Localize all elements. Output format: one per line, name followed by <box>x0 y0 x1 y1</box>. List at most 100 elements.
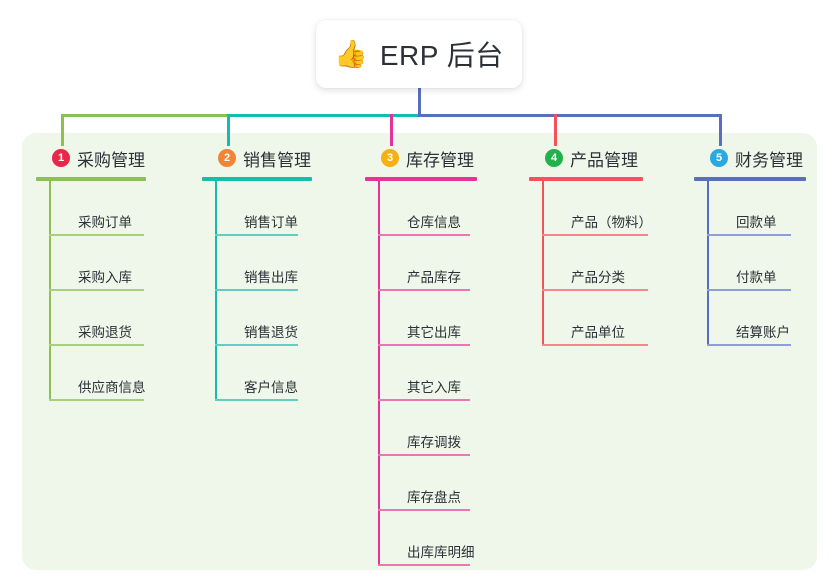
branch-stub-4 <box>554 114 557 146</box>
leaf-node-label: 采购订单 <box>78 215 132 230</box>
branch-number-badge: 3 <box>381 149 399 167</box>
leaf-node-rule <box>707 344 791 346</box>
leaf-node[interactable]: 库存调拨 <box>378 401 515 456</box>
branch-stub-5 <box>719 114 722 146</box>
leaf-node-rule <box>707 289 791 291</box>
bus-segment-2 <box>227 114 418 117</box>
leaf-node-label: 付款单 <box>736 270 777 285</box>
leaf-node[interactable]: 采购订单 <box>49 181 186 236</box>
leaf-node-label: 客户信息 <box>244 380 298 395</box>
leaf-node-rule <box>542 344 648 346</box>
branch-spine <box>542 181 544 346</box>
branch-column-1: 1 采购管理采购订单采购入库采购退货供应商信息 <box>36 146 186 401</box>
branch-header-1[interactable]: 1 采购管理 <box>36 146 186 170</box>
leaf-node-rule <box>49 399 144 401</box>
leaf-node-rule <box>49 234 144 236</box>
leaf-node-rule <box>49 344 144 346</box>
leaf-node-rule <box>215 399 298 401</box>
leaf-node-label: 其它入库 <box>407 380 461 395</box>
leaf-node[interactable]: 出库库明细 <box>378 511 515 566</box>
leaf-node-rule <box>542 234 648 236</box>
leaf-node-label: 产品分类 <box>571 270 625 285</box>
branch-column-2: 2 销售管理销售订单销售出库销售退货客户信息 <box>202 146 352 401</box>
leaf-node[interactable]: 结算账户 <box>707 291 839 346</box>
leaf-node[interactable]: 付款单 <box>707 236 839 291</box>
branch-leaf-list: 产品（物料） 产品分类产品单位 <box>542 181 679 346</box>
leaf-node-label: 回款单 <box>736 215 777 230</box>
branch-spine <box>707 181 709 346</box>
bus-segment-1 <box>61 114 227 117</box>
leaf-node-rule <box>378 289 470 291</box>
branch-number-badge: 2 <box>218 149 236 167</box>
root-trunk-line <box>418 88 421 117</box>
leaf-node-label: 出库库明细 <box>407 545 475 560</box>
leaf-node-rule <box>707 234 791 236</box>
leaf-node[interactable]: 其它入库 <box>378 346 515 401</box>
leaf-node-label: 产品库存 <box>407 270 461 285</box>
leaf-node[interactable]: 销售出库 <box>215 236 352 291</box>
branch-header-rule <box>202 177 312 181</box>
leaf-node-label: 采购入库 <box>78 270 132 285</box>
branch-stub-1 <box>61 114 64 146</box>
leaf-node-label: 供应商信息 <box>78 380 146 395</box>
branch-stub-3 <box>390 114 393 146</box>
leaf-node-label: 其它出库 <box>407 325 461 340</box>
root-node[interactable]: 👍 ERP 后台 <box>316 20 522 88</box>
leaf-node[interactable]: 其它出库 <box>378 291 515 346</box>
leaf-node[interactable]: 回款单 <box>707 181 839 236</box>
leaf-node-rule <box>378 564 470 566</box>
leaf-node-label: 库存调拨 <box>407 435 461 450</box>
leaf-node-label: 产品（物料） <box>571 215 652 230</box>
branch-leaf-list: 仓库信息产品库存其它出库其它入库库存调拨库存盘点出库库明细 <box>378 181 515 566</box>
leaf-node-rule <box>378 509 470 511</box>
leaf-node[interactable]: 销售退货 <box>215 291 352 346</box>
branch-title: 库存管理 <box>406 150 474 170</box>
leaf-node[interactable]: 客户信息 <box>215 346 352 401</box>
diagram-canvas <box>22 133 817 570</box>
leaf-node[interactable]: 仓库信息 <box>378 181 515 236</box>
leaf-node[interactable]: 供应商信息 <box>49 346 186 401</box>
branch-number-badge: 1 <box>52 149 70 167</box>
branch-title: 财务管理 <box>735 150 803 170</box>
leaf-node-rule <box>215 234 298 236</box>
branch-header-rule <box>36 177 146 181</box>
branch-spine <box>378 181 380 566</box>
branch-header-2[interactable]: 2 销售管理 <box>202 146 352 170</box>
branch-title: 采购管理 <box>77 150 145 170</box>
branch-header-3[interactable]: 3 库存管理 <box>365 146 515 170</box>
leaf-node[interactable]: 产品单位 <box>542 291 679 346</box>
branch-header-rule <box>529 177 643 181</box>
leaf-node-label: 采购退货 <box>78 325 132 340</box>
leaf-node[interactable]: 库存盘点 <box>378 456 515 511</box>
leaf-node-label: 结算账户 <box>736 325 790 340</box>
leaf-node-label: 仓库信息 <box>407 215 461 230</box>
thumbs-up-icon: 👍 <box>334 38 368 69</box>
branch-number-badge: 4 <box>545 149 563 167</box>
branch-column-3: 3 库存管理仓库信息产品库存其它出库其它入库库存调拨库存盘点出库库明细 <box>365 146 515 566</box>
branch-header-rule <box>365 177 477 181</box>
leaf-node[interactable]: 产品（物料） <box>542 181 679 236</box>
leaf-node[interactable]: 产品库存 <box>378 236 515 291</box>
branch-header-5[interactable]: 5 财务管理 <box>694 146 839 170</box>
leaf-node-label: 销售出库 <box>244 270 298 285</box>
leaf-node[interactable]: 产品分类 <box>542 236 679 291</box>
leaf-node-label: 产品单位 <box>571 325 625 340</box>
leaf-node-rule <box>378 344 470 346</box>
leaf-node-rule <box>215 289 298 291</box>
leaf-node[interactable]: 采购入库 <box>49 236 186 291</box>
leaf-node-rule <box>49 289 144 291</box>
branch-leaf-list: 采购订单采购入库采购退货供应商信息 <box>49 181 186 401</box>
leaf-node-rule <box>542 289 648 291</box>
root-node-label: ERP 后台 <box>379 40 504 71</box>
branch-header-rule <box>694 177 806 181</box>
branch-number-badge: 5 <box>710 149 728 167</box>
leaf-node-rule <box>215 344 298 346</box>
branch-leaf-list: 回款单付款单结算账户 <box>707 181 839 346</box>
leaf-node-label: 销售订单 <box>244 215 298 230</box>
branch-title: 销售管理 <box>243 150 311 170</box>
leaf-node[interactable]: 销售订单 <box>215 181 352 236</box>
branch-spine <box>49 181 51 401</box>
bus-segment-3 <box>418 114 722 117</box>
leaf-node[interactable]: 采购退货 <box>49 291 186 346</box>
